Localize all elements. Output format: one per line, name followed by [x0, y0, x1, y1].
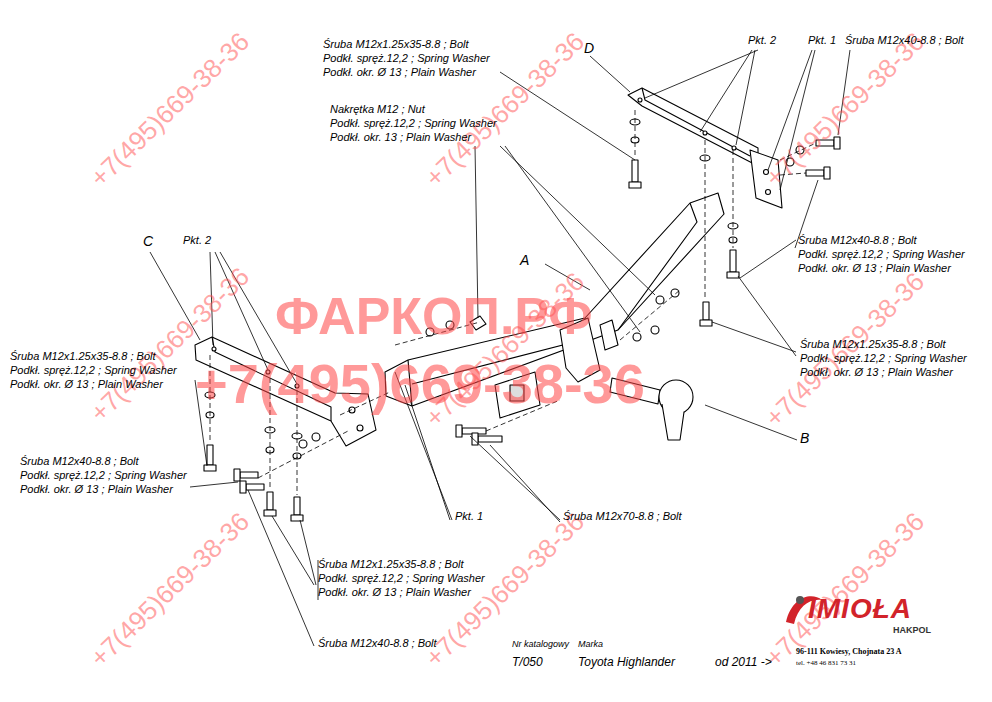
bolt-spec: Śruba M12x1.25x35-8.8 ; Bolt [318, 558, 464, 571]
bolt-spec: Śruba M12x1.25x35-8.8 ; Bolt [10, 350, 156, 363]
bolt-spec: Podkł. okr. Ø 13 ; Plain Washer [318, 586, 471, 599]
part-callout: A [520, 252, 529, 269]
bolt-spec: Podkł. spręż.12,2 ; Spring Washer [800, 352, 967, 365]
bolt-spec: Podkł. okr. Ø 13 ; Plain Washer [800, 366, 953, 379]
watermark: +7(495)669-38-36 [759, 26, 931, 194]
bolt-spec: Śruba M12x40-8.8 ; Bolt [20, 455, 139, 468]
bolt-spec: Podkł. spręż.12,2 ; Spring Washer [798, 248, 965, 261]
part-callout: B [800, 430, 809, 447]
point-callout: Pkt. 2 [183, 234, 211, 247]
address: 96-111 Kowiesy, Chojnata 23 A [796, 647, 902, 657]
bolt-spec: Podkł. spręż.12,2 ; Spring Washer [318, 572, 485, 585]
bolt-spec: Podkł. okr. 13 ; Plain Washer [330, 131, 471, 144]
bolt-spec: Śruba M12x40-8.8 ; Bolt [318, 637, 437, 650]
bolt-spec: Śruba M12x1.25x35-8.8 ; Bolt [323, 38, 469, 51]
bolt-spec: Śruba M12x40-8.8 ; Bolt [798, 234, 917, 247]
point-callout: Pkt. 2 [748, 34, 776, 47]
bolt-spec: Podkł. okr. Ø 13 ; Plain Washer [798, 262, 951, 275]
bolt-spec: Śruba M12x1.25x35-8.8 ; Bolt [800, 338, 946, 351]
bolt-spec: Podkł. spręż.12,2 ; Spring Washer [20, 469, 187, 482]
bolt-spec: Podkł. okr. Ø 13 ; Plain Washer [323, 66, 476, 79]
bolt-spec: Podkł. okr. Ø 13 ; Plain Washer [20, 483, 173, 496]
point-callout: Pkt. 1 [808, 34, 836, 47]
watermark: +7(495)669-38-36 [419, 26, 591, 194]
bolt-spec: Nakrętka M12 ; Nut [330, 103, 425, 116]
title-field: Nr katalogowy [512, 639, 569, 650]
brand-logo: IMIOŁA [808, 592, 912, 626]
watermark: +7(495)669-38-36 [84, 26, 256, 194]
model-year: od 2011 -> [715, 655, 772, 669]
title-field: Marka [578, 639, 603, 650]
bolt-spec: Podkł. spręż.12,2 ; Spring Washer [10, 364, 177, 377]
bolt-spec: Podkł. okr. Ø 13 ; Plain Washer [10, 378, 163, 391]
watermark: +7(495)669-38-36 [195, 350, 645, 417]
phone: tel. +48 46 831 73 31 [796, 659, 856, 667]
point-callout: Pkt. 1 [455, 510, 483, 523]
part-callout: D [584, 40, 594, 57]
bolt-spec: Śruba M12x70-8.8 ; Bolt [563, 510, 682, 523]
bolt-spec: Śruba M12x40-8.8 ; Bolt [845, 34, 964, 47]
bolt-spec: Podkł. spręż.12,2 ; Spring Washer [323, 52, 490, 65]
part-callout: C [143, 233, 153, 250]
catalog-number: T/050 [512, 655, 543, 669]
watermark: +7(495)669-38-36 [84, 506, 256, 674]
bolt-spec: Podkł. spręż.12,2 ; Spring Washer [330, 117, 497, 130]
vehicle-model: Toyota Highlander [578, 655, 675, 669]
brand-name: HAKPOL [893, 625, 931, 636]
